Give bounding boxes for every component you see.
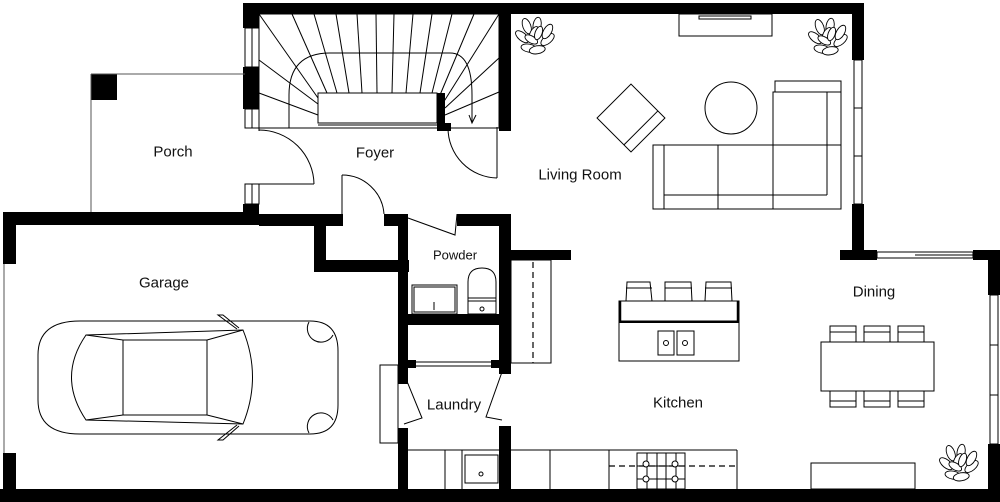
kitchen-base-cabinets (511, 449, 738, 489)
tv-console (678, 13, 773, 37)
windows (3, 27, 999, 453)
bar-stools (625, 281, 733, 302)
car (37, 314, 339, 441)
staircase (258, 13, 500, 129)
doors (258, 127, 503, 444)
room-label-kitchen: Kitchen (652, 394, 704, 412)
plant-icon (806, 17, 850, 57)
room-label-foyer: Foyer (355, 144, 395, 162)
plant-icon (513, 16, 557, 56)
room-label-dining: Dining (852, 283, 896, 301)
room-label-laundry: Laundry (426, 396, 482, 414)
island-with-double-sink (618, 300, 740, 362)
dining-table (820, 341, 935, 392)
room-label-garage: Garage (138, 274, 190, 292)
round-coffee-table (704, 81, 758, 135)
dining-chairs (829, 325, 925, 408)
cooktop (636, 452, 686, 490)
room-label-living-room: Living Room (538, 166, 622, 184)
laundry-counter (408, 449, 499, 489)
armchair (596, 83, 666, 153)
toilet (467, 267, 497, 315)
sectional-sofa (652, 80, 842, 210)
vanity-sink (411, 284, 458, 315)
walls (0, 3, 1000, 502)
porch-outline (90, 73, 245, 212)
sideboard (810, 462, 916, 490)
refrigerator-pantry (510, 259, 552, 364)
room-label-powder: Powder (432, 247, 478, 263)
room-label-porch: Porch (153, 143, 193, 161)
plant-icon (937, 443, 981, 483)
